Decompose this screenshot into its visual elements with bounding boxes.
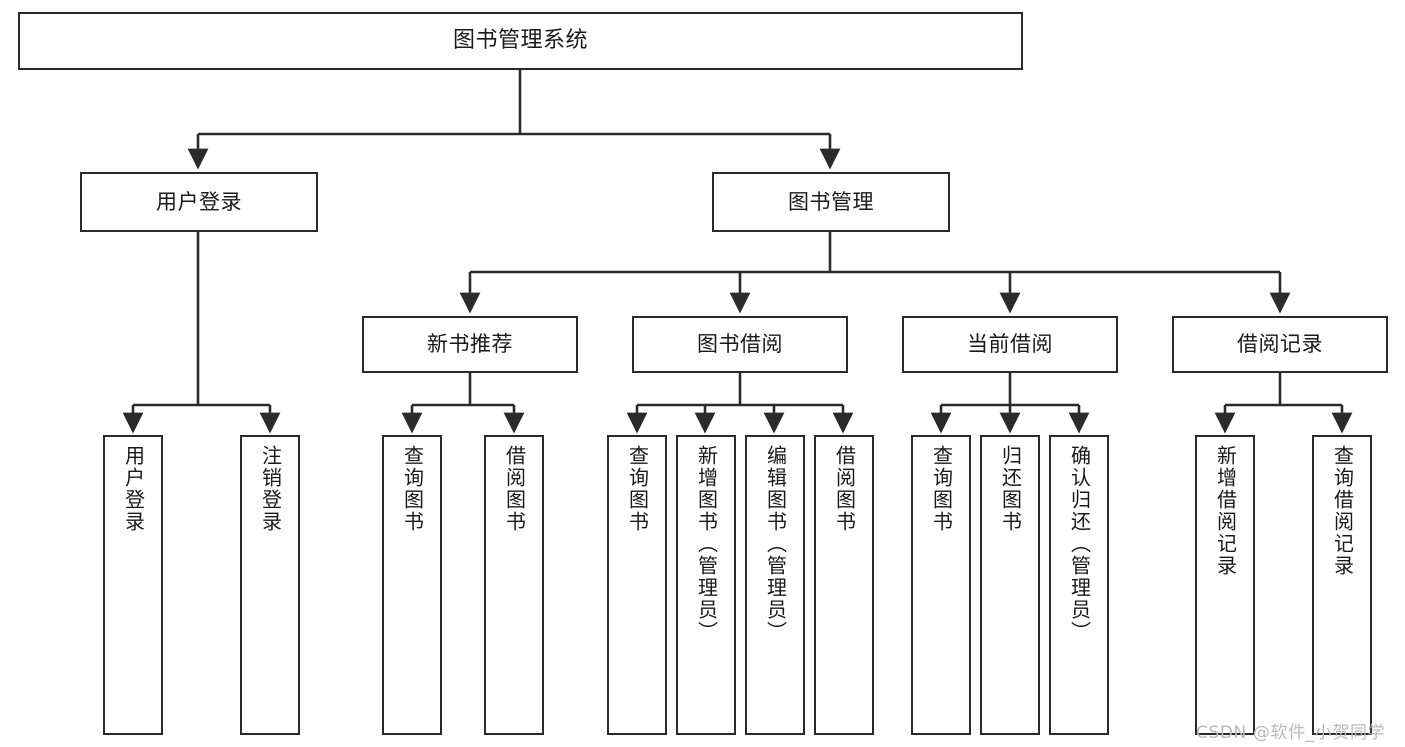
node-root-label: 图书管理系统 bbox=[452, 28, 588, 54]
node-current-borrow-label: 当前借阅 bbox=[967, 332, 1053, 357]
leaf-current-query-book[interactable]: 查询图书 bbox=[911, 435, 971, 735]
leaf-user-login-signin-label: 用户登录 bbox=[121, 445, 146, 533]
node-book-management-label: 图书管理 bbox=[788, 189, 874, 214]
node-user-login-label: 用户登录 bbox=[156, 189, 242, 214]
leaf-new-book-query[interactable]: 查询图书 bbox=[382, 435, 442, 735]
node-root[interactable]: 图书管理系统 bbox=[18, 12, 1023, 70]
node-book-management[interactable]: 图书管理 bbox=[712, 172, 950, 232]
leaf-new-book-borrow[interactable]: 借阅图书 bbox=[484, 435, 544, 735]
leaf-record-query[interactable]: 查询借阅记录 bbox=[1312, 435, 1372, 735]
leaf-borrow-add-book-label: 新增图书（管理员） bbox=[694, 445, 719, 643]
node-new-book-recommend-label: 新书推荐 bbox=[427, 332, 513, 357]
node-current-borrow[interactable]: 当前借阅 bbox=[902, 316, 1118, 373]
node-book-borrow[interactable]: 图书借阅 bbox=[632, 316, 848, 373]
leaf-record-add[interactable]: 新增借阅记录 bbox=[1195, 435, 1255, 735]
leaf-current-return-book-label: 归还图书 bbox=[998, 445, 1023, 533]
leaf-new-book-borrow-label: 借阅图书 bbox=[502, 445, 527, 533]
node-borrow-record-label: 借阅记录 bbox=[1237, 332, 1323, 357]
leaf-borrow-borrow-book[interactable]: 借阅图书 bbox=[814, 435, 874, 735]
leaf-current-confirm-return[interactable]: 确认归还（管理员） bbox=[1049, 435, 1109, 735]
leaf-user-login-signout[interactable]: 注销登录 bbox=[240, 435, 300, 735]
node-new-book-recommend[interactable]: 新书推荐 bbox=[362, 316, 578, 373]
leaf-current-confirm-return-label: 确认归还（管理员） bbox=[1067, 445, 1092, 643]
leaf-new-book-query-label: 查询图书 bbox=[400, 445, 425, 533]
leaf-user-login-signin[interactable]: 用户登录 bbox=[103, 435, 163, 735]
node-book-borrow-label: 图书借阅 bbox=[697, 332, 783, 357]
leaf-current-query-book-label: 查询图书 bbox=[929, 445, 954, 533]
leaf-record-add-label: 新增借阅记录 bbox=[1213, 445, 1238, 577]
leaf-current-return-book[interactable]: 归还图书 bbox=[980, 435, 1040, 735]
leaf-record-query-label: 查询借阅记录 bbox=[1330, 445, 1355, 577]
leaf-user-login-signout-label: 注销登录 bbox=[258, 445, 283, 533]
leaf-borrow-edit-book-label: 编辑图书（管理员） bbox=[763, 445, 788, 643]
node-user-login[interactable]: 用户登录 bbox=[80, 172, 318, 232]
node-borrow-record[interactable]: 借阅记录 bbox=[1172, 316, 1388, 373]
watermark-text: CSDN @软件_小贺同学 bbox=[1196, 723, 1386, 743]
leaf-borrow-add-book[interactable]: 新增图书（管理员） bbox=[676, 435, 736, 735]
leaf-borrow-edit-book[interactable]: 编辑图书（管理员） bbox=[745, 435, 805, 735]
leaf-borrow-query-book-label: 查询图书 bbox=[625, 445, 650, 533]
leaf-borrow-query-book[interactable]: 查询图书 bbox=[607, 435, 667, 735]
leaf-borrow-borrow-book-label: 借阅图书 bbox=[832, 445, 857, 533]
